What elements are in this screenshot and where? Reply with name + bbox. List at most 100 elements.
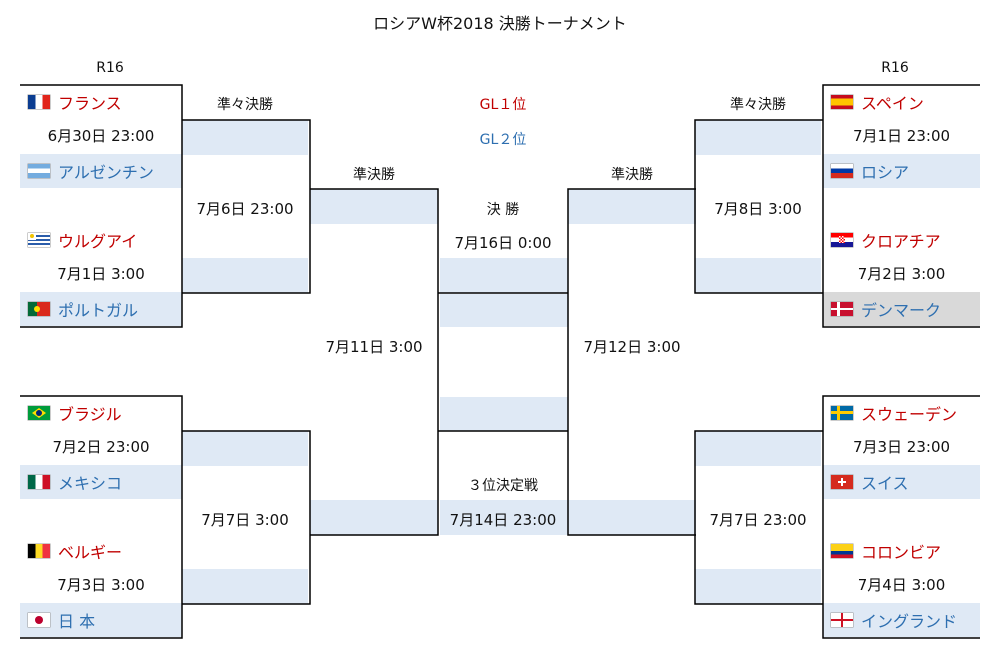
japan-flag-icon — [28, 613, 50, 627]
third-place-date: 7月14日 23:00 — [449, 511, 557, 529]
final-date: 7月16日 0:00 — [454, 234, 552, 252]
qf-cell — [695, 431, 821, 466]
final-cell — [440, 258, 568, 293]
right-match-4: コロンビア 7月4日 3:00 イングランド — [823, 534, 980, 637]
team-name: デンマーク — [861, 301, 942, 320]
mexico-flag-icon — [28, 475, 50, 489]
team-row[interactable]: ロシア — [823, 154, 980, 188]
team-row[interactable]: ブラジル — [20, 396, 182, 430]
team-name: ロシア — [861, 163, 910, 182]
france-flag-icon — [28, 95, 50, 109]
match-date: 7月1日 23:00 — [852, 127, 951, 145]
sweden-flag-icon — [831, 406, 853, 420]
uruguay-flag-icon — [28, 233, 50, 247]
team-name: コロンビア — [861, 543, 942, 562]
team-row[interactable]: スウェーデン — [823, 396, 980, 430]
match-date: 7月4日 3:00 — [857, 576, 946, 594]
qf-cell — [695, 258, 821, 293]
qf-label-left: 準々決勝 — [217, 97, 273, 113]
brazil-flag-icon — [28, 406, 50, 420]
third-place-label: ３位決定戦 — [468, 478, 538, 494]
match-date: 7月2日 3:00 — [857, 265, 946, 283]
team-name: イングランド — [861, 612, 958, 631]
qf-cell — [182, 431, 308, 466]
sf-cell — [310, 189, 438, 224]
team-name: ブラジル — [58, 405, 122, 424]
denmark-flag-icon — [831, 302, 853, 316]
right-match-1: スペイン 7月1日 23:00 ロシア — [823, 85, 980, 188]
england-flag-icon — [831, 613, 853, 627]
qf-cell — [182, 569, 308, 604]
qf-cell — [182, 258, 308, 293]
sf-cell — [310, 500, 438, 535]
left-match-3: ブラジル 7月2日 23:00 メキシコ — [20, 396, 182, 499]
switzerland-flag-icon — [831, 475, 853, 489]
qf-cell — [182, 120, 308, 155]
page-title: ロシアW杯2018 決勝トーナメント — [373, 14, 627, 33]
team-name: スイス — [861, 474, 909, 493]
team-row[interactable]: 日 本 — [20, 603, 182, 637]
sf-date-right: 7月12日 3:00 — [583, 338, 681, 356]
team-row[interactable]: コロンビア — [823, 534, 980, 568]
sf-cell — [568, 500, 696, 535]
match-date: 7月2日 23:00 — [52, 438, 150, 456]
team-row[interactable]: メキシコ — [20, 465, 182, 499]
team-row[interactable]: イングランド — [823, 603, 980, 637]
qf-label-right: 準々決勝 — [730, 97, 786, 113]
match-date: 6月30日 23:00 — [47, 127, 155, 145]
team-name: スウェーデン — [861, 405, 958, 424]
r16-label-right: R16 — [881, 60, 909, 76]
team-name: アルゼンチン — [58, 163, 154, 182]
right-match-2: クロアチア 7月2日 3:00 デンマーク — [823, 223, 980, 326]
match-date: 7月3日 23:00 — [852, 438, 951, 456]
argentina-flag-icon — [28, 164, 50, 178]
team-row[interactable]: ウルグアイ — [20, 223, 182, 257]
team-row[interactable]: ベルギー — [20, 534, 182, 568]
qf-date-left-1: 7月6日 23:00 — [196, 200, 294, 218]
sf-label-right: 準決勝 — [611, 167, 653, 183]
russia-flag-icon — [831, 164, 853, 178]
team-row[interactable]: アルゼンチン — [20, 154, 182, 188]
sf-cell — [568, 189, 696, 224]
team-name: フランス — [58, 94, 122, 113]
team-name: ベルギー — [58, 543, 123, 562]
team-name: スペイン — [861, 94, 924, 113]
final-label: 決 勝 — [486, 202, 520, 218]
match-date: 7月1日 3:00 — [57, 265, 145, 283]
team-row[interactable]: デンマーク — [823, 292, 980, 326]
team-row[interactable]: スイス — [823, 465, 980, 499]
spain-flag-icon — [831, 95, 853, 109]
team-name: メキシコ — [58, 474, 123, 493]
portugal-flag-icon — [28, 302, 50, 316]
croatia-flag-icon — [831, 233, 853, 247]
team-name: ウルグアイ — [58, 232, 138, 251]
legend-gl2: GL２位 — [479, 132, 527, 148]
team-row[interactable]: フランス — [20, 85, 182, 119]
qf-cell — [695, 569, 821, 604]
team-name: クロアチア — [861, 232, 941, 251]
legend-gl1: GL１位 — [479, 97, 527, 113]
team-name: ポルトガル — [58, 301, 139, 320]
r16-label-left: R16 — [96, 60, 124, 76]
left-match-2: ウルグアイ 7月1日 3:00 ポルトガル — [20, 223, 182, 326]
team-row[interactable]: クロアチア — [823, 223, 980, 257]
team-row[interactable]: スペイン — [823, 85, 980, 119]
third-place-cell — [440, 397, 568, 431]
left-match-4: ベルギー 7月3日 3:00 日 本 — [20, 534, 182, 637]
third-place-cell — [440, 500, 568, 535]
right-match-3: スウェーデン 7月3日 23:00 スイス — [823, 396, 980, 499]
left-match-1: フランス 6月30日 23:00 アルゼンチン — [20, 85, 182, 188]
match-date: 7月3日 3:00 — [57, 576, 145, 594]
qf-cell — [695, 120, 821, 155]
qf-date-right-1: 7月8日 3:00 — [714, 200, 802, 218]
team-name: 日 本 — [58, 612, 96, 631]
sf-date-left: 7月11日 3:00 — [325, 338, 423, 356]
final-cell — [440, 294, 568, 327]
qf-date-left-2: 7月7日 3:00 — [201, 511, 289, 529]
team-row[interactable]: ポルトガル — [20, 292, 182, 326]
sf-label-left: 準決勝 — [353, 167, 395, 183]
qf-date-right-2: 7月7日 23:00 — [709, 511, 807, 529]
colombia-flag-icon — [831, 544, 853, 558]
belgium-flag-icon — [28, 544, 50, 558]
